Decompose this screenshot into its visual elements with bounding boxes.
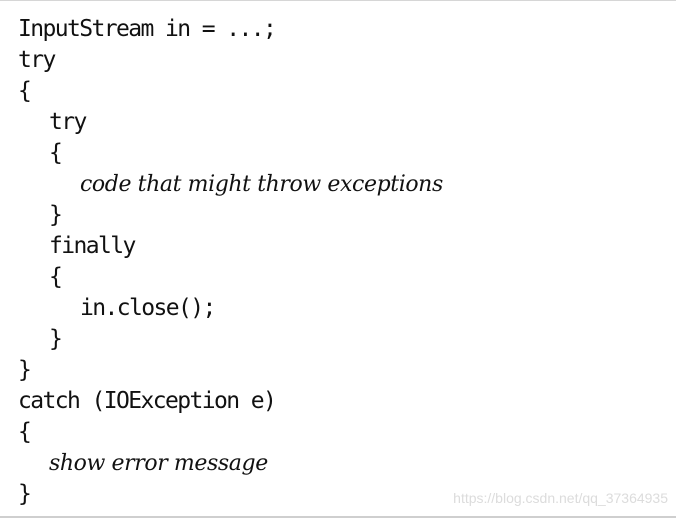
top-divider [0, 0, 676, 1]
code-line-4: try [49, 109, 87, 135]
code-line-10: in.close(); [80, 295, 216, 321]
code-line-12: } [18, 357, 32, 383]
code-line-5: { [49, 140, 63, 166]
code-line-1: InputStream in = ...; [18, 16, 277, 42]
code-line-16: } [18, 481, 32, 507]
code-line-15: show error message [49, 451, 268, 476]
code-line-9: { [49, 264, 63, 290]
code-line-6: code that might throw exceptions [80, 172, 443, 197]
code-line-7: } [49, 202, 63, 228]
watermark-url: https://blog.csdn.net/qq_37364935 [453, 490, 668, 506]
code-line-8: finally [49, 233, 136, 259]
code-line-14: { [18, 419, 32, 445]
code-line-11: } [49, 326, 63, 352]
code-listing: InputStream in = ...; try { try { code t… [18, 14, 658, 510]
code-line-3: { [18, 78, 32, 104]
code-line-2: try [18, 47, 56, 73]
code-line-13: catch (IOException e) [18, 388, 277, 414]
bottom-divider [0, 516, 676, 518]
